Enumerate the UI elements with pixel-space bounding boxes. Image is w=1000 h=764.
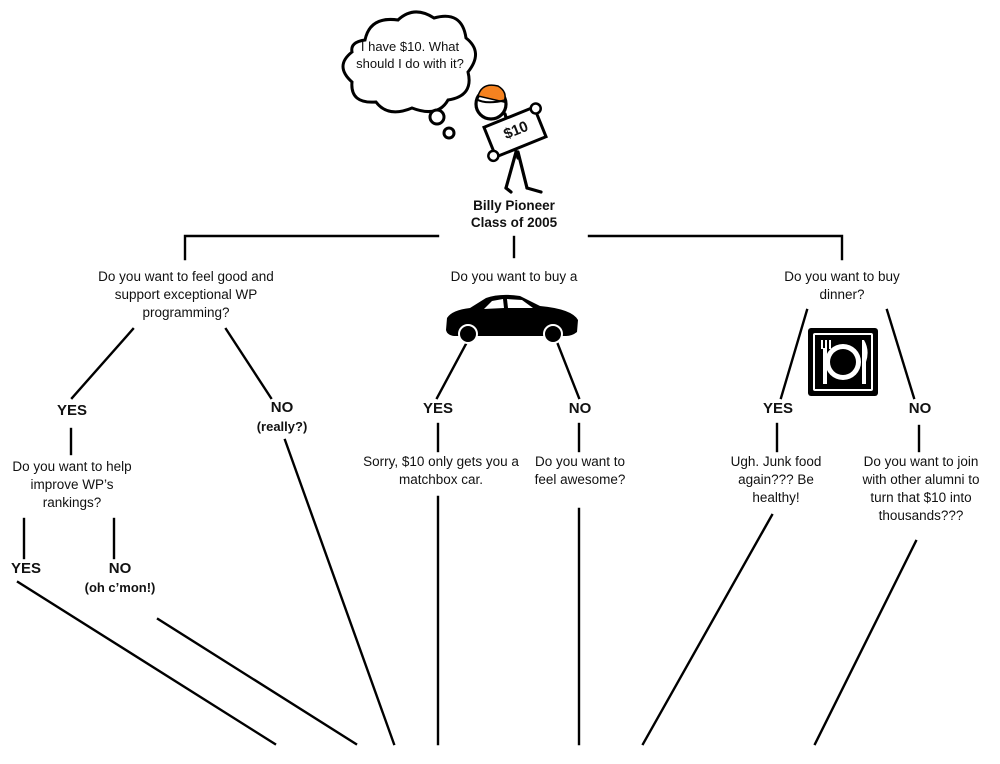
left-yes-no-label: NO (108, 560, 132, 577)
left-yes-no-diagonal (156, 617, 358, 746)
left-question: Do you want to feel good and support exc… (98, 269, 274, 320)
cap-icon (475, 84, 507, 104)
right-question: Do you want to buy dinner? (784, 269, 900, 302)
name-line2: Class of 2005 (470, 215, 558, 230)
right-yes-answer: Ugh. Junk food again??? Be healthy! (730, 454, 822, 505)
left-no-line (224, 327, 273, 400)
middle-no-label: NO (568, 400, 592, 417)
middle-yes-answer: Sorry, $10 only gets you a matchbox car. (363, 454, 519, 487)
thought-cloud-icon (341, 10, 477, 140)
money-sign-icon (482, 102, 548, 163)
name-line1: Billy Pioneer (473, 198, 555, 213)
left-yes-yes-diagonal (16, 580, 277, 746)
middle-no-line (555, 340, 581, 400)
right-no-label: NO (908, 400, 932, 417)
right-no-question: Do you want to join with other alumni to… (862, 454, 980, 523)
right-branch-connector (587, 234, 844, 261)
middle-yes-label: YES (422, 400, 453, 417)
right-yes-diagonal (641, 513, 774, 746)
left-no-note: (really?) (256, 419, 308, 434)
middle-question: Do you want to buy a (450, 269, 578, 284)
left-branch-connector (183, 234, 440, 261)
car-icon (446, 294, 578, 344)
right-no-line (885, 308, 916, 400)
left-yes-line (70, 327, 135, 400)
left-yes-yes-label: YES (10, 560, 41, 577)
middle-yes-line (435, 340, 469, 400)
thought-text: I have $10. What should I do with it? (356, 39, 464, 71)
left-yes-question: Do you want to help improve WP’s ranking… (12, 459, 132, 510)
left-no-diagonal (283, 438, 396, 746)
right-yes-label: YES (762, 400, 793, 417)
right-yes-line (779, 308, 809, 400)
left-yes-label: YES (56, 402, 87, 419)
character-name: Billy Pioneer Class of 2005 (452, 197, 576, 231)
dinner-plate-icon (808, 328, 878, 396)
middle-no-question: Do you want to feel awesome? (534, 454, 626, 487)
right-no-diagonal (813, 539, 918, 746)
left-no-label: NO (270, 399, 294, 416)
left-yes-no-note: (oh c’mon!) (84, 580, 156, 595)
